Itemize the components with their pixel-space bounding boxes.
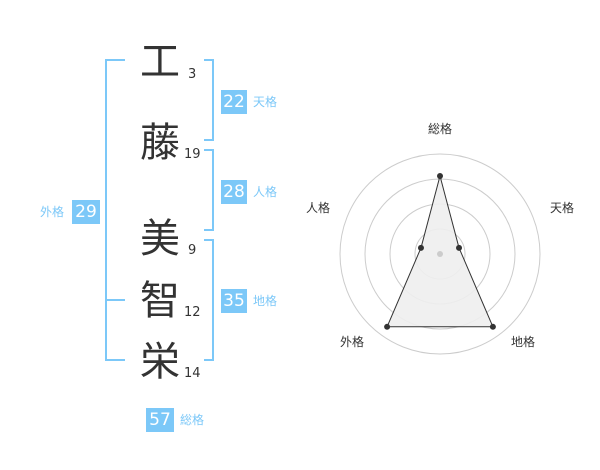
- jinkaku-value: 28: [221, 180, 247, 204]
- radar-axis-label-chikaku: 地格: [511, 335, 536, 349]
- name-char-5: 栄: [140, 339, 180, 385]
- name-char-2: 藤: [140, 120, 180, 166]
- stroke-count-2: 19: [184, 147, 201, 162]
- tenkaku-label: 天格: [253, 95, 278, 109]
- chikaku-bracket: [204, 239, 214, 361]
- stroke-count-1: 3: [188, 67, 197, 82]
- soukaku-value: 57: [146, 408, 174, 432]
- gaikaku-value: 29: [72, 200, 100, 224]
- name-char-4: 智: [140, 278, 180, 324]
- radar-axis-label-soukaku: 総格: [428, 122, 453, 136]
- tenkaku-value: 22: [221, 90, 247, 114]
- radar-axis-label-jinkaku: 人格: [306, 201, 331, 215]
- radar-point-3: [489, 323, 496, 330]
- radar-center-dot: [437, 251, 443, 257]
- radar-point-4: [384, 323, 391, 330]
- gaikaku-bracket: [105, 59, 125, 361]
- name-char-1: 工: [140, 39, 180, 85]
- radar-point-2: [456, 244, 463, 251]
- radar-point-5: [417, 244, 424, 251]
- chikaku-value: 35: [221, 289, 247, 313]
- soukaku-label: 総格: [180, 413, 205, 427]
- stroke-count-5: 14: [184, 366, 201, 381]
- radar-point-1: [437, 173, 443, 179]
- stroke-count-4: 12: [184, 305, 201, 320]
- stroke-count-3: 9: [188, 243, 197, 258]
- radar-axis-label-tenkaku: 天格: [550, 201, 575, 215]
- gaikaku-label: 外格: [40, 205, 65, 219]
- name-char-3: 美: [140, 216, 180, 262]
- tenkaku-bracket: [204, 59, 214, 141]
- jinkaku-bracket: [204, 149, 214, 231]
- jinkaku-label: 人格: [253, 185, 278, 199]
- chikaku-label: 地格: [253, 294, 278, 308]
- radar-ring-4: [339, 153, 541, 355]
- radar-axis-label-gaikaku: 外格: [340, 335, 365, 349]
